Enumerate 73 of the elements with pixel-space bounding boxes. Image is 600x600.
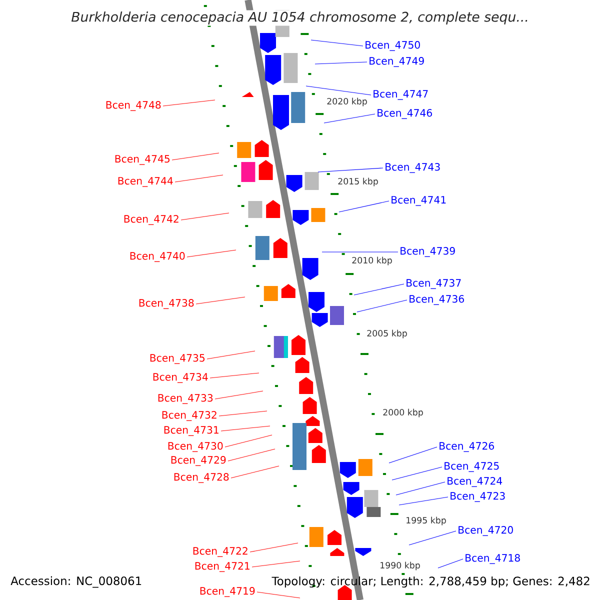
- gene-label: Bcen_4736: [410, 295, 464, 305]
- leader-line: [174, 174, 224, 182]
- leader-line: [438, 558, 464, 568]
- leader-line: [180, 212, 230, 220]
- gene-label: Bcen_4734: [153, 373, 208, 383]
- gene-label: Bcen_4735: [150, 354, 204, 364]
- scale-label: 1995 kbp: [406, 516, 446, 526]
- gene-label: Bcen_4747: [374, 90, 428, 100]
- leader-line: [392, 466, 442, 480]
- leader-line: [186, 250, 236, 258]
- gene-label: Bcen_4738: [139, 299, 194, 309]
- leader-line: [218, 410, 268, 416]
- leader-line: [228, 448, 276, 462]
- gene-label: Bcen_4740: [130, 252, 185, 262]
- leader-line: [398, 496, 448, 506]
- accession-text: Accession: NC_008061: [9, 574, 144, 590]
- gene-label: Bcen_4730: [168, 442, 223, 452]
- gene-label: Bcen_4722: [193, 547, 248, 557]
- leader-line: [338, 200, 390, 212]
- gene-label: Bcen_4742: [124, 215, 178, 225]
- scale-label: 1990 kbp: [380, 562, 420, 570]
- scale-label: 2000 kbp: [383, 408, 423, 418]
- gene-label: Bcen_4725: [444, 462, 499, 472]
- leader-line: [250, 542, 298, 552]
- summary-text: Topology: circular; Length: 2,788,459 bp; Genes: 2,482: [272, 576, 590, 588]
- leader-line: [162, 100, 216, 106]
- gene-label: Bcen_4719: [200, 587, 255, 597]
- title: Burkholderia cenocepacia AU 1054 chromosome 2, complete sequ...: [70, 10, 530, 26]
- scale-label: 2010 kbp: [352, 256, 392, 266]
- leader-line: [252, 560, 300, 568]
- leader-line: [214, 390, 264, 400]
- gene-label: Bcen_4729: [171, 456, 226, 466]
- leader-line: [310, 40, 364, 46]
- leader-line: [306, 86, 372, 96]
- gene-label: Bcen_4750: [366, 41, 420, 51]
- leader-line: [314, 62, 368, 64]
- leader-line: [354, 284, 404, 296]
- gene-label: Bcen_4743: [386, 163, 440, 173]
- gene-label: Bcen_4737: [406, 279, 461, 289]
- gene-label: Bcen_4718: [466, 554, 520, 564]
- scale-label: 2015 kbp: [338, 178, 378, 186]
- gene-label: Bcen_4748: [106, 101, 161, 111]
- leader-line: [220, 426, 270, 432]
- leader-line: [230, 466, 280, 478]
- gene-label: Bcen_4749: [370, 57, 424, 67]
- gene-label: Bcen_4720: [458, 526, 513, 536]
- leader-line: [172, 152, 220, 160]
- scale-label: 2005 kbp: [367, 330, 407, 338]
- gene-label: Bcen_4724: [448, 477, 502, 487]
- gene-label: Bcen_4744: [118, 177, 173, 187]
- leader-line: [210, 372, 260, 378]
- leader-line: [408, 530, 456, 546]
- leader-line: [206, 350, 256, 360]
- gene-label: Bcen_4732: [162, 411, 216, 421]
- leader-line: [396, 482, 446, 496]
- leader-line: [356, 300, 408, 312]
- leader-line: [196, 296, 246, 304]
- gene-label: Bcen_4739: [400, 247, 455, 257]
- gene-label: Bcen_4745: [115, 155, 170, 165]
- gene-label: Bcen_4731: [164, 426, 218, 436]
- gene-label: Bcen_4733: [158, 394, 213, 404]
- leader-line: [324, 114, 376, 124]
- gene-label: Bcen_4728: [174, 473, 229, 483]
- gene-label: Bcen_4721: [195, 562, 250, 572]
- leader-line: [256, 592, 300, 598]
- gene-label: Bcen_4723: [450, 492, 505, 502]
- leader-line: [388, 446, 438, 464]
- gene-label: Bcen_4726: [440, 442, 494, 452]
- gene-label: Bcen_4741: [392, 196, 446, 206]
- leader-line: [224, 434, 272, 448]
- scale-label: 2020 kbp: [327, 98, 367, 106]
- gene-label: Bcen_4746: [378, 109, 432, 119]
- leader-line: [318, 168, 384, 172]
